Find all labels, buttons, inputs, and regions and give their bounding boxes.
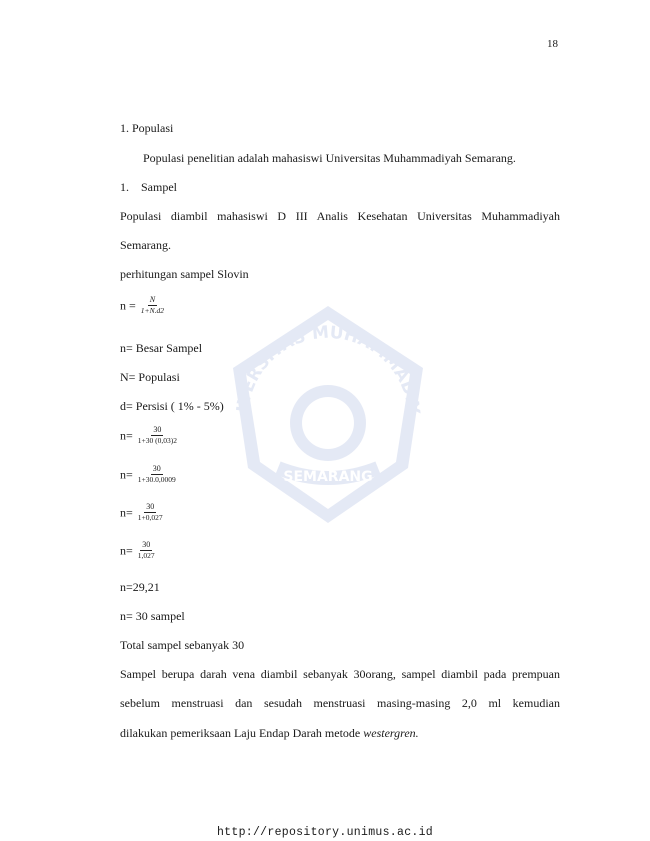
result-sampel: n= 30 sampel xyxy=(120,609,185,623)
step-denominator: 1+30 (0,03)2 xyxy=(137,436,178,445)
step-denominator: 1,027 xyxy=(137,551,155,560)
definition-d: d= Persisi ( 1% - 5%) xyxy=(120,399,224,413)
method-name: westergren. xyxy=(363,726,419,740)
closing-paragraph-line1: Sampel berupa darah vena diambil sebanya… xyxy=(120,667,560,681)
total-sampel: Total sampel sebanyak 30 xyxy=(120,638,245,652)
closing-text: dilakukan pemeriksaan Laju Endap Darah m… xyxy=(120,726,364,740)
university-seal-watermark: UNIVERSITAS MUHAMMADIYAH SEMARANG xyxy=(218,298,423,523)
populasi-paragraph: Populasi penelitian adalah mahasiswi Uni… xyxy=(143,151,516,165)
heading-populasi: 1. Populasi xyxy=(120,121,174,135)
calc-step: n= 30 1+0,027 xyxy=(120,503,163,522)
step-fraction: 30 1+30.0,0009 xyxy=(138,465,176,484)
heading-sampel-number: 1. xyxy=(120,180,129,194)
closing-paragraph-line3: dilakukan pemeriksaan Laju Endap Darah m… xyxy=(120,725,419,741)
step-fraction: 30 1,027 xyxy=(138,541,155,560)
step-denominator: 1+0,027 xyxy=(137,513,163,522)
formula-numerator: N xyxy=(147,295,158,306)
formula-prefix: n = xyxy=(120,298,136,313)
calc-step: n= 30 1+30.0,0009 xyxy=(120,465,176,484)
step-numerator: 30 xyxy=(140,540,153,551)
heading-sampel: 1. Sampel xyxy=(120,179,177,195)
calc-step: n= 30 1,027 xyxy=(120,541,155,560)
step-prefix: n= xyxy=(120,467,133,482)
step-prefix: n= xyxy=(120,543,133,558)
page-number: 18 xyxy=(547,38,558,50)
result-value: n=29,21 xyxy=(120,580,160,594)
formula-fraction: N 1+N.d2 xyxy=(141,296,164,315)
sampel-paragraph-line1: Populasi diambil mahasiswi D III Analis … xyxy=(120,209,560,223)
step-prefix: n= xyxy=(120,428,133,443)
slovin-title: perhitungan sampel Slovin xyxy=(120,267,249,281)
sampel-paragraph-line2: Semarang. xyxy=(120,238,171,252)
slovin-formula: n = N 1+N.d2 xyxy=(120,296,164,315)
definition-N: N= Populasi xyxy=(120,370,180,384)
step-fraction: 30 1+0,027 xyxy=(138,503,163,522)
closing-paragraph-line2: sebelum menstruasi dan sesudah menstruas… xyxy=(120,696,560,710)
step-fraction: 30 1+30 (0,03)2 xyxy=(138,426,177,445)
footer-url[interactable]: http://repository.unimus.ac.id xyxy=(216,826,434,839)
calc-step: n= 30 1+30 (0,03)2 xyxy=(120,426,177,445)
step-denominator: 1+30.0,0009 xyxy=(137,475,176,484)
step-numerator: 30 xyxy=(150,464,163,475)
definition-n: n= Besar Sampel xyxy=(120,341,203,355)
watermark-bottom-text: SEMARANG xyxy=(283,469,372,485)
formula-denominator: 1+N.d2 xyxy=(140,306,164,315)
step-numerator: 30 xyxy=(144,502,157,513)
step-numerator: 30 xyxy=(151,425,164,436)
step-prefix: n= xyxy=(120,505,133,520)
heading-sampel-label: Sampel xyxy=(141,180,177,194)
